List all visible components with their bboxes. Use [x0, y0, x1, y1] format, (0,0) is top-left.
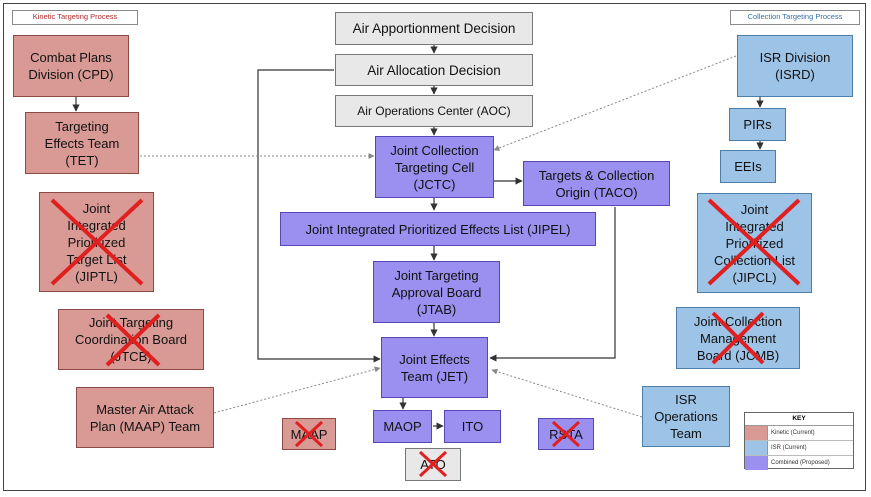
jtab-box: Joint Targeting Approval Board (JTAB): [373, 261, 500, 323]
collection-process-tag: Collection Targeting Process: [730, 10, 860, 25]
rsta-box: RSTA: [538, 418, 594, 450]
isrd-box: ISR Division (ISRD): [737, 35, 853, 97]
maap-team-box: Master Air Attack Plan (MAAP) Team: [76, 387, 214, 448]
arrow-allocation-loop-jet: [257, 69, 381, 363]
jet-box: Joint Effects Team (JET): [381, 337, 488, 398]
jipcl-box: Joint Integrated Prioritized Collection …: [697, 193, 812, 293]
eeis-box: EEIs: [720, 150, 776, 183]
jcmb-box: Joint Collection Management Board (JCMB): [676, 307, 800, 369]
legend-label: Combined (Proposed): [771, 460, 830, 466]
jiptl-box: Joint Integrated Prioritized Target List…: [39, 192, 154, 292]
tet-box: Targeting Effects Team (TET): [25, 112, 139, 174]
air-allocation-decision-box: Air Allocation Decision: [335, 54, 533, 86]
legend-item: Combined (Proposed): [745, 456, 853, 470]
legend-item: Kinetic (Current): [745, 426, 853, 441]
legend-swatch: [745, 456, 768, 470]
legend-title: KEY: [745, 413, 853, 426]
pirs-box: PIRs: [729, 108, 786, 141]
legend: KEY Kinetic (Current) ISR (Current) Comb…: [744, 412, 854, 470]
ato-box: ATO: [405, 448, 461, 481]
dashed-isrd-jctc: [493, 55, 737, 151]
arrow-taco-loop-jet: [489, 207, 616, 362]
maop-box: MAOP: [373, 410, 432, 443]
dashed-isr-ops-jet: [491, 368, 643, 418]
legend-swatch: [745, 441, 768, 455]
cpd-box: Combat Plans Division (CPD): [13, 35, 129, 97]
kinetic-process-tag: Kinetic Targeting Process: [12, 10, 138, 25]
air-apportionment-decision-box: Air Apportionment Decision: [335, 12, 533, 45]
legend-swatch: [745, 426, 768, 440]
legend-label: ISR (Current): [771, 445, 807, 451]
taco-box: Targets & Collection Origin (TACO): [523, 161, 670, 206]
jtcb-box: Joint Targeting Coordination Board (JTCB…: [58, 309, 204, 370]
ito-box: ITO: [444, 410, 501, 443]
jipel-box: Joint Integrated Prioritized Effects Lis…: [280, 212, 596, 246]
maap-box: MAAP: [282, 418, 336, 450]
legend-item: ISR (Current): [745, 441, 853, 456]
legend-label: Kinetic (Current): [771, 430, 815, 436]
isr-ops-box: ISR Operations Team: [642, 386, 730, 447]
jctc-box: Joint Collection Targeting Cell (JCTC): [375, 136, 494, 198]
dashed-maap-team-jet: [213, 366, 381, 414]
aoc-box: Air Operations Center (AOC): [335, 95, 533, 127]
